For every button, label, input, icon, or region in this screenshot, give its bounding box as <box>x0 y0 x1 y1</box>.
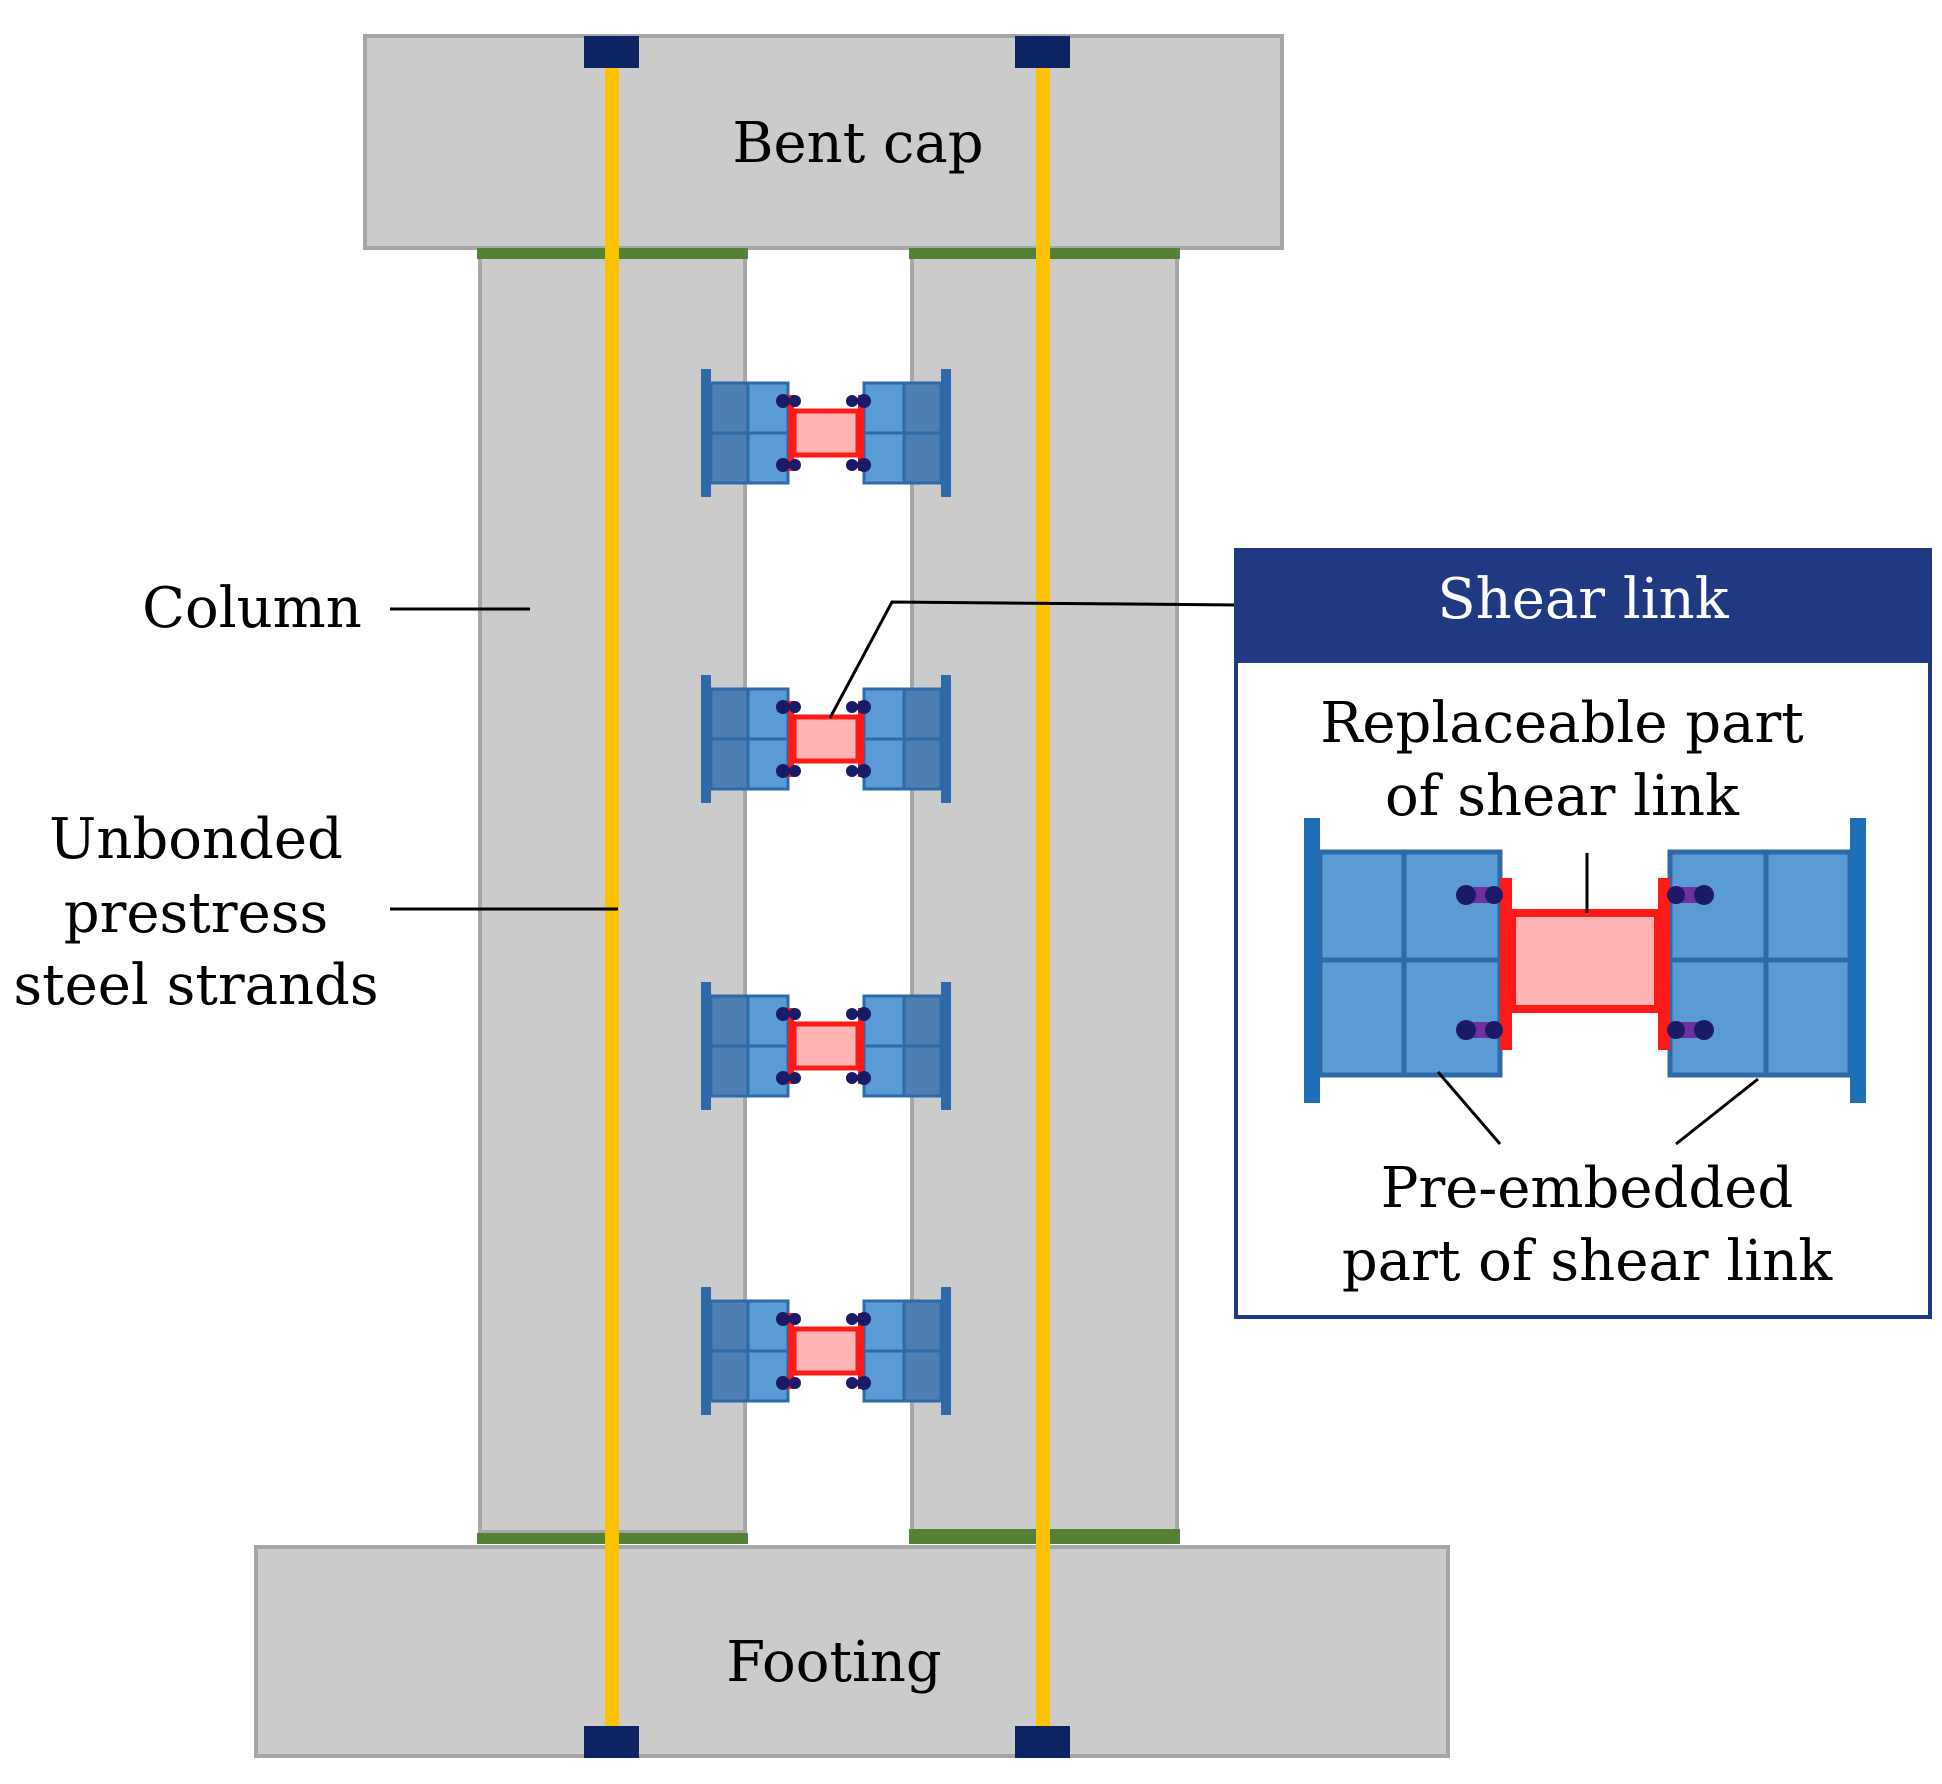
bolt <box>789 1008 801 1020</box>
detail-right-block-2 <box>1763 849 1853 1078</box>
bolt <box>857 1071 871 1085</box>
detail-shear-link <box>1304 818 1866 1103</box>
right-end-plate <box>941 369 951 497</box>
left-end-plate <box>701 1287 711 1415</box>
bolt <box>789 701 801 713</box>
replaceable-link <box>791 714 861 764</box>
left-end-plate <box>701 675 711 803</box>
right-end-plate <box>941 982 951 1110</box>
detail-right-block-1 <box>1667 849 1769 1078</box>
pre-embedded-leader-right <box>1675 1077 1759 1146</box>
shear-link-3 <box>701 982 951 1110</box>
bolt <box>846 1008 858 1020</box>
footing <box>254 1545 1450 1758</box>
link-plate-left <box>788 1313 794 1389</box>
replaceable-label-line2: of shear link <box>1385 764 1740 829</box>
bolt <box>857 1312 871 1326</box>
bent-cap <box>363 34 1284 250</box>
bolt <box>776 1312 790 1326</box>
replaceable-link <box>791 1021 861 1071</box>
bolt <box>846 459 858 471</box>
detail-left-end-plate <box>1304 818 1320 1103</box>
detail-bolt-nut <box>1667 1021 1685 1039</box>
bolt <box>789 1072 801 1084</box>
strand-left <box>605 58 619 1736</box>
bolt <box>846 1313 858 1325</box>
link-plate-right <box>858 395 864 471</box>
bolt <box>776 700 790 714</box>
pre-embedded-label-line1: Pre-embedded <box>1381 1156 1793 1221</box>
shear-link-leader <box>828 600 1239 719</box>
detail-bolt-head <box>1694 1020 1714 1040</box>
bolt <box>857 1376 871 1390</box>
detail-bolt-nut <box>1485 886 1503 904</box>
bolt <box>846 1377 858 1389</box>
shear-link-2 <box>701 675 951 803</box>
bolt <box>789 459 801 471</box>
strands-label-line2: prestress <box>64 881 328 946</box>
bolt <box>857 700 871 714</box>
link-plate-left <box>788 701 794 777</box>
anchor-bottom-right <box>1015 1726 1070 1758</box>
bolt <box>857 394 871 408</box>
strands-label-line3: steel strands <box>13 953 378 1018</box>
right-end-plate <box>941 1287 951 1415</box>
bolt <box>789 1377 801 1389</box>
anchor-top-right <box>1015 36 1070 68</box>
replaceable-label-line1: Replaceable part <box>1320 691 1804 756</box>
detail-panel-title: Shear link <box>1437 567 1729 632</box>
column-shear-links <box>701 369 951 1415</box>
bolt <box>789 395 801 407</box>
strand-right <box>1036 58 1050 1736</box>
bolt <box>776 1007 790 1021</box>
bolt <box>857 1007 871 1021</box>
detail-panel-header <box>1236 550 1930 663</box>
link-plate-right <box>858 701 864 777</box>
strands-label-line1: Unbonded <box>49 807 343 872</box>
link-plate-left <box>788 395 794 471</box>
shear-link-1 <box>701 369 951 497</box>
bolt <box>846 701 858 713</box>
detail-bolt-nut <box>1485 1021 1503 1039</box>
replaceable-link <box>791 408 861 458</box>
bolt <box>789 1313 801 1325</box>
pre-embedded-leader-left <box>1436 1071 1502 1145</box>
detail-bolt-head <box>1694 885 1714 905</box>
detail-left-block-2 <box>1401 849 1503 1078</box>
left-end-plate <box>701 369 711 497</box>
footing-label: Footing <box>726 1630 942 1695</box>
bolt <box>776 1071 790 1085</box>
detail-right-end-plate <box>1850 818 1866 1103</box>
bolt <box>776 764 790 778</box>
right-end-plate <box>941 675 951 803</box>
bolt <box>789 765 801 777</box>
bolt <box>776 458 790 472</box>
detail-replaceable-link <box>1508 909 1662 1013</box>
anchor-bottom-left <box>584 1726 639 1758</box>
pre-embedded-label-line2: part of shear link <box>1342 1229 1833 1294</box>
bolt <box>846 765 858 777</box>
bent-cap-label: Bent cap <box>732 111 983 176</box>
left-end-plate <box>701 982 711 1110</box>
replaceable-link <box>791 1326 861 1376</box>
bolt <box>857 764 871 778</box>
shear-link-4 <box>701 1287 951 1415</box>
link-plate-left <box>788 1008 794 1084</box>
detail-bolt-head <box>1456 885 1476 905</box>
column-label: Column <box>142 576 362 641</box>
anchor-top-left <box>584 36 639 68</box>
detail-left-block-1 <box>1317 849 1407 1078</box>
bolt <box>846 1072 858 1084</box>
bolt <box>846 395 858 407</box>
bolt <box>857 458 871 472</box>
detail-bolt-head <box>1456 1020 1476 1040</box>
link-plate-right <box>858 1313 864 1389</box>
detail-bolt-nut <box>1667 886 1685 904</box>
link-plate-right <box>858 1008 864 1084</box>
bolt <box>776 1376 790 1390</box>
bolt <box>776 394 790 408</box>
shear-link-detail-panel: Shear link Replaceable part of shear lin… <box>1234 548 1932 1319</box>
